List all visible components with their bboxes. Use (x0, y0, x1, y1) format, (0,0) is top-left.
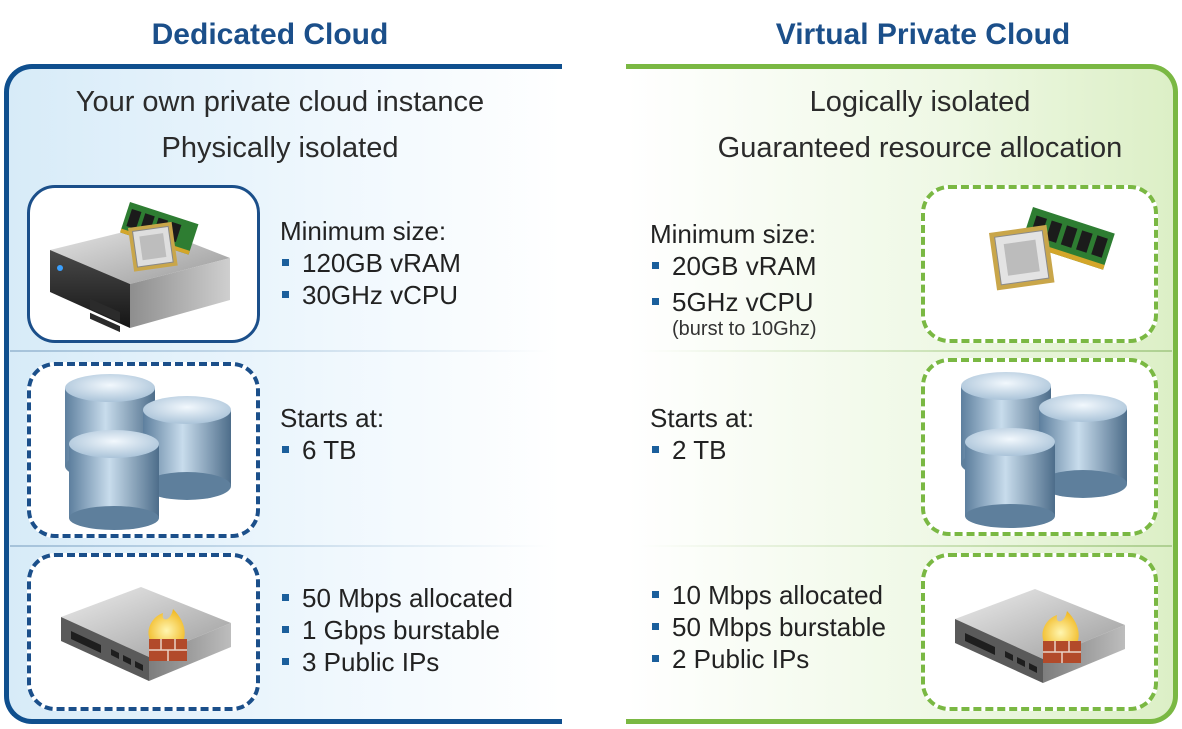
dedicated-storage-info: Starts at: 6 TB (280, 402, 384, 466)
database-icon (65, 374, 231, 530)
dedicated-network-info: 50 Mbps allocated 1 Gbps burstable 3 Pub… (280, 582, 513, 678)
database-icon-box (27, 362, 260, 538)
spec-item: 50 Mbps burstable (650, 611, 886, 643)
dedicated-compute-info: Minimum size: 120GB vRAM 30GHz vCPU (280, 215, 461, 311)
storage-heading: Starts at: (280, 403, 385, 433)
spec-item: 2 TB (650, 434, 754, 466)
spec-item: 120GB vRAM (280, 247, 461, 279)
firewall-router-icon-box (921, 553, 1158, 711)
spec-item: 6 TB (280, 434, 384, 466)
database-icon (961, 372, 1127, 528)
server-icon-box (27, 185, 260, 343)
spec-item: 30GHz vCPU (280, 279, 461, 311)
cpu-ram-icon-box (921, 185, 1158, 343)
vpc-tagline-2: Guaranteed resource allocation (717, 132, 1123, 164)
firewall-router-icon (955, 589, 1125, 683)
vpc-storage-info: Starts at: 2 TB (650, 402, 754, 466)
vpc-network-info: 10 Mbps allocated 50 Mbps burstable 2 Pu… (650, 579, 886, 675)
spec-item: 1 Gbps burstable (280, 614, 513, 646)
compute-heading: Minimum size: (650, 219, 817, 249)
spec-item: 10 Mbps allocated (650, 579, 886, 611)
row-divider (640, 545, 1172, 547)
spec-item: 20GB vRAM (650, 250, 817, 282)
spec-item: 50 Mbps allocated (280, 582, 513, 614)
spec-item: 3 Public IPs (280, 646, 513, 678)
dedicated-cloud-title: Dedicated Cloud (151, 18, 389, 51)
compute-heading: Minimum size: (280, 216, 447, 246)
dedicated-tagline-1: Your own private cloud instance (75, 86, 485, 118)
virtual-private-cloud-title: Virtual Private Cloud (775, 18, 1071, 51)
row-divider (10, 545, 550, 547)
spec-item: 5GHz vCPU (650, 286, 817, 318)
server-icon (50, 202, 230, 333)
storage-heading: Starts at: (650, 403, 755, 433)
database-icon-box (921, 358, 1158, 536)
firewall-router-icon (61, 587, 231, 681)
spec-item: 2 Public IPs (650, 643, 886, 675)
row-divider (640, 350, 1172, 352)
burst-note: (burst to 10Ghz) (672, 318, 817, 340)
row-divider (10, 350, 550, 352)
firewall-router-icon-box (27, 553, 260, 711)
dedicated-tagline-2: Physically isolated (161, 132, 399, 164)
vpc-tagline-1: Logically isolated (809, 86, 1031, 118)
vpc-compute-info: Minimum size: 20GB vRAM 5GHz vCPU (burst… (650, 218, 817, 340)
cpu-ram-icon (989, 207, 1115, 291)
